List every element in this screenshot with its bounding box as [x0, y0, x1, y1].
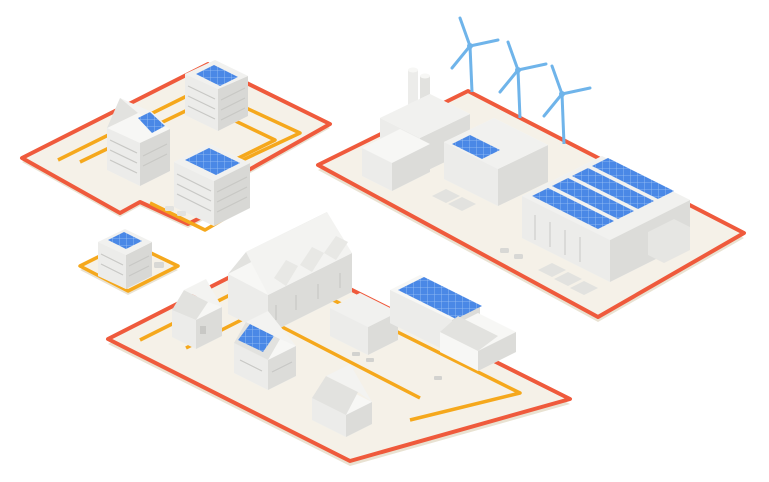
solar-panel-icon [238, 324, 274, 352]
apartment-building-icon [107, 98, 170, 186]
apartment-building-icon [185, 60, 248, 131]
solar-panel-icon [532, 158, 674, 229]
solar-panel-icon [398, 277, 482, 319]
solar-panel-icon [185, 148, 240, 175]
house-icon [312, 364, 372, 437]
wind-turbine-icon [542, 64, 592, 145]
truck-icon [538, 263, 598, 295]
house-icon [234, 311, 296, 390]
car-icon [500, 248, 523, 259]
warehouse [500, 156, 690, 295]
farm-building [330, 275, 516, 380]
solar-panel-icon [196, 65, 238, 86]
house-icon [172, 279, 222, 349]
wind-turbine-icon [450, 16, 500, 93]
apartment-building-icon [98, 229, 164, 289]
apartment-building-icon [165, 144, 250, 226]
factory-icon [362, 67, 548, 211]
cow-icon [352, 352, 442, 380]
solar-panel-icon [452, 135, 500, 159]
wind-turbine-icon [498, 40, 548, 119]
car-icon [165, 206, 186, 216]
platform-houses [106, 267, 572, 466]
row-houses [228, 212, 352, 334]
car-icon [154, 262, 164, 268]
solar-panel-icon [138, 112, 165, 133]
truck-icon [432, 189, 476, 211]
solar-panel-icon [108, 232, 142, 249]
